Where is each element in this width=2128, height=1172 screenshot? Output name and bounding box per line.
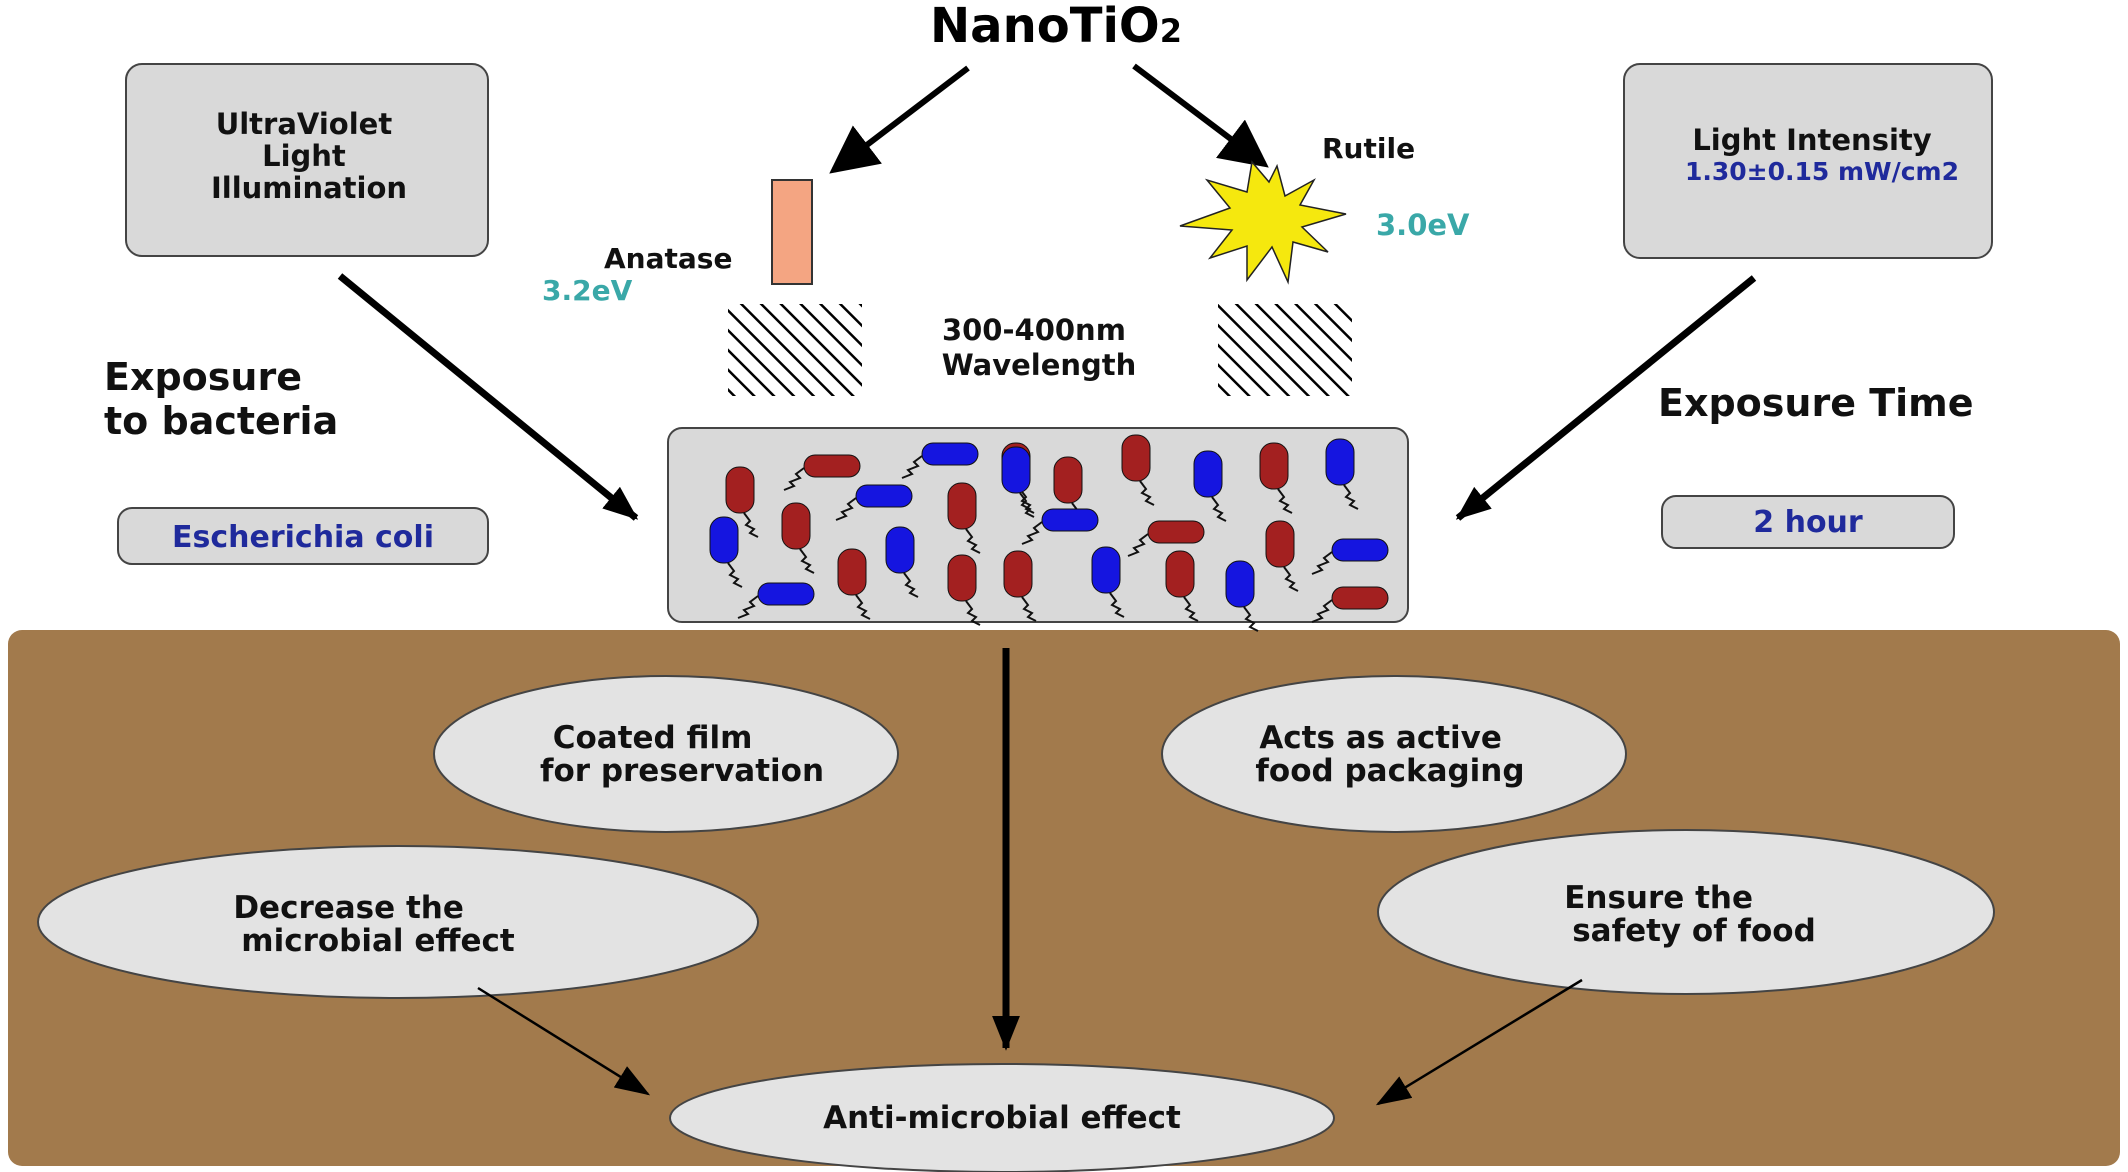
- rutile-energy: 3.0eV: [1376, 208, 1470, 242]
- bacterium-cell: [783, 454, 861, 491]
- svg-text:300-400nm Wavelength: 300-400nm Wavelength: [942, 313, 1137, 382]
- arrow-uv-to-bacteria: [337, 273, 639, 521]
- svg-text:UltraViolet Light: UltraViolet Light Illumination: [211, 107, 407, 205]
- light-intensity-box: Light Intensity 1.30±0.15 mW/cm2: [1623, 63, 1993, 259]
- decrease-microbial-ellipse: Decrease the microbial effect: [37, 845, 759, 999]
- bacterium-cell: [709, 516, 743, 588]
- bacteria-name: Escherichia coli: [172, 520, 434, 555]
- anti-microbial-label: Anti-microbial effect: [823, 1100, 1181, 1136]
- bacterium-cell: [1265, 520, 1299, 592]
- light-beam-right: [1218, 304, 1352, 396]
- bacterium-cell: [901, 442, 979, 479]
- svg-text:Acts as active food pack: Acts as active food packaging: [1255, 720, 1524, 789]
- bacterium-cell: [781, 502, 815, 574]
- svg-text:Coated film for preserva: Coated film for preservation: [540, 720, 824, 789]
- exposure-time-value: 2 hour: [1753, 505, 1863, 540]
- rutile-crystal: [1179, 160, 1347, 285]
- rutile-label: Rutile: [1322, 132, 1415, 165]
- wavelength-line-1: 300-400nm: [942, 313, 1126, 347]
- anatase-crystal: [771, 179, 813, 285]
- bacteria-name-box: Escherichia coli: [117, 507, 489, 565]
- arrow-decrease-to-anti: [477, 986, 651, 1096]
- bacterium-cell: [1225, 560, 1259, 632]
- svg-text:Exposure to bacteria: Exposure to bacteria: [104, 355, 338, 443]
- bacterium-cell: [1311, 538, 1389, 575]
- bacterium-cell: [1259, 442, 1293, 514]
- bacterium-cell: [725, 466, 759, 538]
- arrow-to-anatase: [829, 65, 970, 174]
- bacteria-cells: [709, 434, 1389, 632]
- exposure-line-1: Exposure: [104, 355, 302, 399]
- uv-illumination-box: UltraViolet Light Illumination: [125, 63, 489, 257]
- arrow-intensity-to-bacteria: [1455, 275, 1757, 521]
- coated-film-ellipse: Coated film for preservation: [433, 675, 899, 833]
- uv-line-2: Light: [262, 139, 346, 173]
- anti-microbial-ellipse: Anti-microbial effect: [669, 1063, 1335, 1172]
- anatase-energy: 3.2eV: [542, 274, 633, 307]
- food-safety-ellipse: Ensure the safety of food: [1377, 829, 1995, 995]
- bacterium-cell: [1193, 450, 1227, 522]
- bacterium-cell: [837, 548, 871, 620]
- intensity-value: 1.30±0.15 mW/cm2: [1685, 157, 1959, 186]
- bacterium-cell: [737, 582, 815, 619]
- bacterium-cell: [1021, 508, 1099, 545]
- exposure-time-label: Exposure Time: [1658, 381, 1974, 425]
- intensity-title: Light Intensity: [1692, 123, 1931, 157]
- bacterium-cell: [1121, 434, 1155, 506]
- arrow-to-rutile: [1132, 63, 1269, 168]
- bacterium-cell: [947, 554, 981, 626]
- bacterium-cell: [1325, 438, 1359, 510]
- svg-text:Ensure the safety of foo: Ensure the safety of food: [1564, 880, 1816, 949]
- anatase-label: Anatase: [604, 242, 732, 275]
- arrow-safety-to-anti: [1375, 978, 1583, 1106]
- wavelength-line-2: Wavelength: [942, 348, 1137, 382]
- uv-line-3: Illumination: [211, 171, 407, 205]
- exposure-line-2: to bacteria: [104, 399, 338, 443]
- exposure-time-box: 2 hour: [1661, 495, 1955, 549]
- bacterium-cell: [1091, 546, 1125, 618]
- bacterium-cell: [885, 526, 919, 598]
- svg-text:Decrease the microbial e: Decrease the microbial effect: [233, 890, 515, 959]
- uv-line-1: UltraViolet: [216, 107, 393, 141]
- bacterium-cell: [1127, 520, 1205, 557]
- bacterium-cell: [1003, 550, 1037, 622]
- active-packaging-ellipse: Acts as active food packaging: [1161, 675, 1627, 833]
- light-beam-left: [728, 304, 862, 396]
- bacterium-cell: [1165, 550, 1199, 622]
- bacterium-cell: [1311, 586, 1389, 623]
- bacterium-cell: [1001, 446, 1035, 518]
- title-nanotio2: NanoTiO2: [930, 0, 1182, 54]
- bacterium-cell: [835, 484, 913, 521]
- bacterium-cell: [947, 482, 981, 554]
